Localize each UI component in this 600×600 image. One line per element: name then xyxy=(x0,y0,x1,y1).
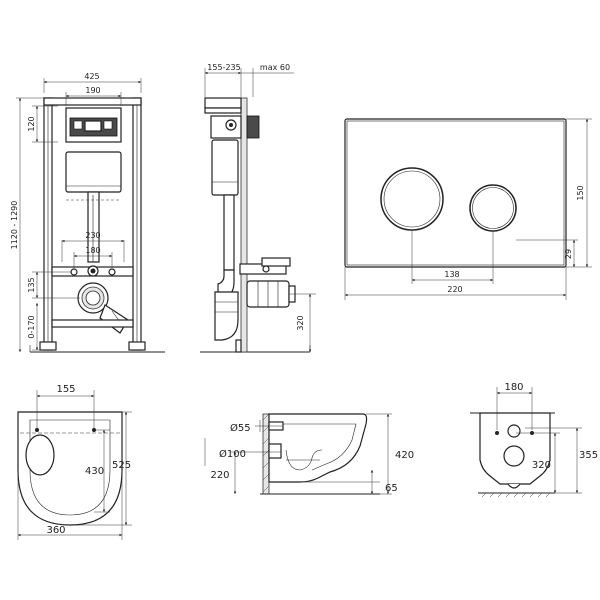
frame-depth-label: 155-235 xyxy=(207,63,240,72)
bowl-side-view xyxy=(260,413,380,495)
bowl-rear-view xyxy=(470,412,555,498)
drain-height-label: 320 xyxy=(296,315,305,330)
bowl-fix-depth-label: 430 xyxy=(85,466,104,477)
bowl-height-label: 420 xyxy=(395,450,414,461)
bowl-rear-dimensions xyxy=(496,387,582,494)
plate-width-label: 220 xyxy=(447,285,462,294)
flush-plate xyxy=(344,118,567,268)
button-offset-label: 29 xyxy=(564,249,573,259)
flush-button-small xyxy=(469,184,517,232)
frame-side-view xyxy=(200,97,311,353)
button-spacing-label: 138 xyxy=(444,270,459,279)
flush-button-large xyxy=(380,167,444,231)
rear-inlet-height-label: 355 xyxy=(579,450,598,461)
frame-height-label: 1120 - 1290 xyxy=(10,201,19,250)
frame-front-view xyxy=(29,97,165,353)
inlet-diameter-label: Ø55 xyxy=(230,422,251,434)
rear-fix-spacing-label: 180 xyxy=(504,382,523,393)
rim-thickness-label: 65 xyxy=(385,483,398,494)
dimension-labels: 425 190 120 1120 - 1290 230 180 135 0-17… xyxy=(10,63,598,536)
foot-range-label: 0-170 xyxy=(27,315,36,338)
outlet-diameter-label: Ø100 xyxy=(219,448,246,460)
bowl-top-dimensions xyxy=(17,390,132,540)
bowl-top-view xyxy=(17,411,123,526)
bracket-width-label: 190 xyxy=(85,86,100,95)
panel-max-label: max 60 xyxy=(260,63,290,72)
frame-front-dimensions xyxy=(16,78,142,352)
frame-width-label: 425 xyxy=(84,72,99,81)
bowl-width-label: 360 xyxy=(46,525,65,536)
bowl-side-dimensions xyxy=(204,413,392,495)
bowl-fix-spacing-label: 155 xyxy=(56,384,75,395)
bowl-length-label: 525 xyxy=(112,460,131,471)
fix-spacing-inner-label: 180 xyxy=(85,246,100,255)
outlet-height-label: 135 xyxy=(27,277,36,292)
bracket-height-label: 120 xyxy=(27,116,36,131)
fix-spacing-outer-label: 230 xyxy=(85,231,100,240)
outlet-height-label: 220 xyxy=(210,470,229,481)
plate-height-label: 150 xyxy=(576,185,585,200)
flush-plate-dimensions xyxy=(344,118,592,300)
rear-fix-height-label: 320 xyxy=(532,460,551,471)
frame-side-dimensions xyxy=(204,68,316,352)
